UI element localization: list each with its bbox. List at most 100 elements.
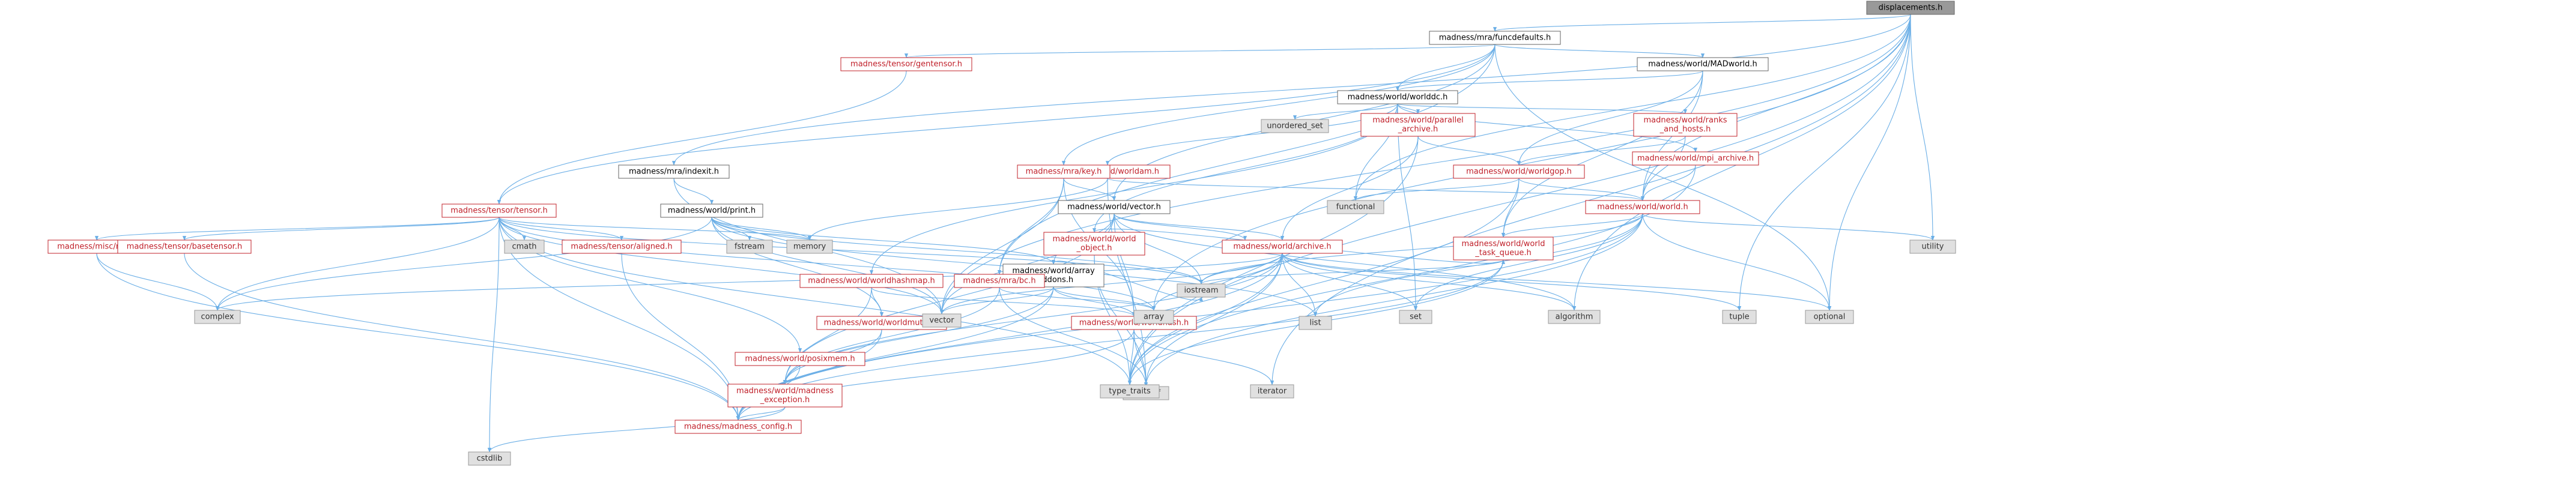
edge-path (1282, 253, 1318, 317)
include-edge-tensor-to-miscmran (95, 217, 500, 241)
include-edge-worldvector-to-iostream (1114, 213, 1204, 285)
graph-node-parallel_archive[interactable]: madness/world/parallel_archive.h (1360, 113, 1476, 137)
graph-node-complex[interactable]: complex (194, 310, 241, 324)
graph-node-indexit[interactable]: madness/mra/indexit.h (618, 164, 730, 179)
edge-path (939, 14, 1911, 315)
include-edge-madness_exception-to-madness_config (736, 406, 786, 421)
graph-node-type_traits[interactable]: type_traits (1100, 384, 1160, 399)
graph-node-world_task_queue[interactable]: madness/world/world_task_queue.h (1453, 236, 1554, 261)
graph-node-vector[interactable]: vector (922, 313, 962, 328)
include-edge-funcdefaults-to-mrabc (997, 44, 1496, 275)
graph-node-worldmutex[interactable]: madness/world/worldmutex.h (816, 316, 947, 330)
graph-node-optional[interactable]: optional (1805, 310, 1854, 324)
include-edge-archive-to-cstddef (1144, 253, 1283, 387)
graph-node-tensor[interactable]: madness/tensor/tensor.h (441, 203, 557, 218)
graph-node-madness_exception[interactable]: madness/world/madness_exception.h (727, 384, 843, 408)
edge-path (1396, 70, 1703, 91)
graph-node-memory[interactable]: memory (786, 239, 833, 254)
edge-path (1053, 286, 1136, 317)
graph-node-basetensor[interactable]: madness/tensor/basetensor.h (117, 239, 252, 254)
include-edge-funcdefaults-to-optional (1494, 44, 1832, 311)
graph-node-posixmem[interactable]: madness/world/posixmem.h (735, 352, 865, 366)
edge-path (1282, 253, 1741, 311)
graph-node-madworld[interactable]: madness/world/MADworld.h (1637, 57, 1769, 71)
graph-node-tuple[interactable]: tuple (1722, 310, 1757, 324)
graph-node-gentensor[interactable]: madness/tensor/gentensor.h (840, 57, 972, 71)
node-label: tuple (1729, 313, 1749, 322)
edge-path (1397, 103, 1687, 114)
graph-node-worlddc[interactable]: madness/world/worlddc.h (1337, 90, 1458, 104)
graph-node-ranks_and_hosts[interactable]: madness/world/ranks_and_hosts.h (1633, 113, 1738, 137)
include-edge-archive-to-iostream (1199, 253, 1283, 285)
node-label: madness/world/MADworld.h (1648, 60, 1757, 69)
graph-node-iostream[interactable]: iostream (1177, 283, 1226, 298)
node-label: displacements.h (1879, 4, 1943, 13)
graph-node-list[interactable]: list (1299, 316, 1332, 330)
graph-node-fstream[interactable]: fstream (726, 239, 773, 254)
include-edge-ranks_and_hosts-to-worldgop (1517, 136, 1686, 166)
include-edge-key-to-worldvector (1063, 178, 1117, 201)
include-edge-worldhash-to-cstddef (1133, 329, 1148, 387)
edge-path (497, 70, 907, 205)
node-label: _and_hosts.h (1659, 125, 1711, 134)
graph-node-cstdlib[interactable]: cstdlib (468, 451, 511, 466)
node-box (786, 239, 833, 254)
include-edge-print-to-complex (215, 217, 712, 311)
include-edge-worldvector-to-worldhash (1114, 213, 1136, 317)
node-box (1360, 113, 1476, 137)
graph-node-array[interactable]: array (1133, 310, 1174, 324)
graph-node-set[interactable]: set (1399, 310, 1432, 324)
edge-path (1517, 136, 1686, 166)
graph-node-world[interactable]: madness/world/world.h (1585, 200, 1700, 214)
edge-path (1127, 136, 1419, 385)
include-edge-array_addons-to-madness_exception (783, 286, 1054, 385)
edge-path (672, 14, 1911, 166)
include-edge-mpi_archive-to-world (1640, 164, 1696, 201)
graph-node-algorithm[interactable]: algorithm (1548, 310, 1601, 324)
node-box (1222, 239, 1343, 254)
node-box (1805, 310, 1854, 324)
node-label: madness/world/world (1461, 239, 1545, 248)
edge-path (1737, 14, 1911, 311)
graph-node-world_object[interactable]: madness/world/world_object.h (1043, 232, 1145, 256)
include-edge-worldhash-to-type_traits (1127, 329, 1135, 385)
graph-node-root[interactable]: displacements.h (1866, 1, 1955, 15)
graph-node-mpi_archive[interactable]: madness/world/mpi_archive.h (1632, 151, 1759, 166)
graph-node-unordered_set[interactable]: unordered_set (1261, 119, 1329, 133)
node-box (674, 420, 802, 434)
graph-node-funcdefaults[interactable]: madness/mra/funcdefaults.h (1429, 31, 1561, 45)
node-label: _exception.h (760, 396, 810, 405)
edge-path (1397, 103, 1697, 152)
graph-node-functional[interactable]: functional (1327, 200, 1384, 214)
include-edge-worldgop-to-world_task_queue (1501, 178, 1520, 238)
graph-node-worldhashmap[interactable]: madness/world/worldhashmap.h (799, 274, 944, 288)
graph-node-mrabc[interactable]: madness/mra/bc.h (954, 274, 1045, 288)
edge-path (783, 287, 872, 385)
include-edge-print-to-iostream (711, 217, 1203, 285)
graph-node-key[interactable]: madness/mra/key.h (1017, 164, 1111, 179)
graph-node-utility[interactable]: utility (1909, 239, 1956, 254)
graph-node-cmath[interactable]: cmath (504, 239, 545, 254)
graph-node-archive[interactable]: madness/world/archive.h (1222, 239, 1343, 254)
include-edge-array_addons-to-array (1053, 286, 1156, 311)
node-label: madness/mra/key.h (1026, 167, 1102, 176)
graph-node-print[interactable]: madness/world/print.h (660, 203, 763, 218)
include-edge-mrabc-to-madness_exception (783, 287, 1000, 385)
graph-node-iterator[interactable]: iterator (1250, 384, 1294, 399)
edge-path (1501, 178, 1520, 238)
node-label: fstream (735, 242, 765, 252)
edge-path (621, 253, 741, 421)
node-label: iostream (1184, 286, 1218, 295)
include-edge-worldhashmap-to-worldhash (871, 287, 1136, 317)
graph-node-madness_config[interactable]: madness/madness_config.h (674, 420, 802, 434)
node-label: madness/mra/funcdefaults.h (1439, 34, 1551, 43)
edge-path (96, 253, 220, 311)
graph-node-worldgop[interactable]: madness/world/worldgop.h (1453, 164, 1585, 179)
graph-node-aligned[interactable]: madness/tensor/aligned.h (562, 239, 682, 254)
edge-path (1353, 14, 1911, 201)
graph-node-worldvector[interactable]: madness/world/vector.h (1058, 200, 1171, 214)
node-label: madness/madness_config.h (684, 423, 792, 432)
edge-path (1053, 286, 1156, 311)
edge-path (1395, 44, 1496, 91)
